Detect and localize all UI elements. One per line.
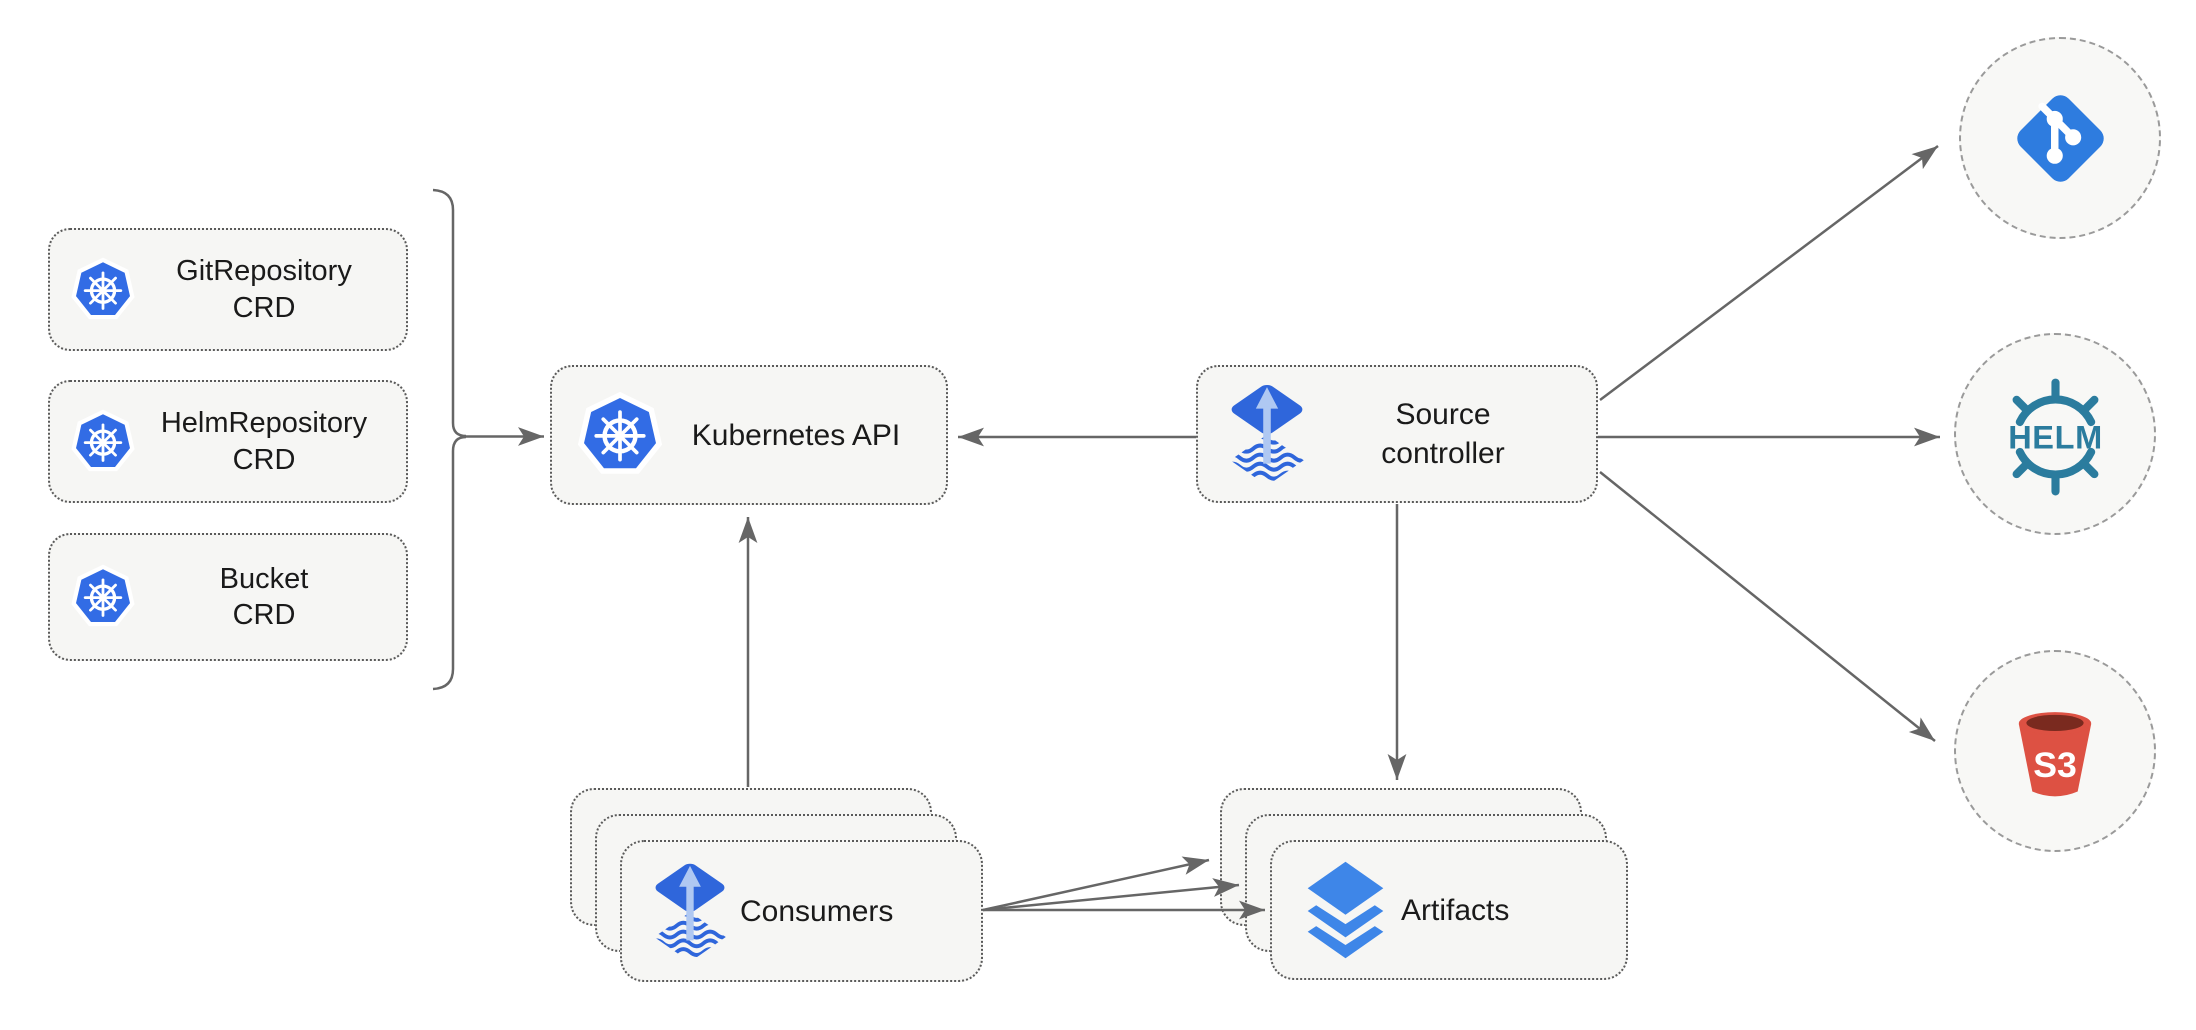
helm-icon-text: HELM (2008, 419, 2103, 455)
bucket-crd-label-line2: CRD (232, 599, 296, 631)
gitrepository-crd-label-line2: CRD (232, 291, 296, 324)
helmrepository-crd-label: HelmRepository CRD (142, 405, 386, 478)
kubernetes-icon (70, 564, 136, 630)
consumers-label: Consumers (740, 894, 894, 928)
helm-icon: HELM (2008, 378, 2103, 495)
gitrepository-crd-node: GitRepository CRD (48, 228, 408, 351)
git-source-node (1959, 37, 2161, 239)
artifacts-label: Artifacts (1401, 893, 1510, 927)
bucket-crd-node: Bucket CRD (48, 533, 408, 661)
helmrepository-crd-node: HelmRepository CRD (48, 380, 408, 503)
kubernetes-icon (70, 257, 136, 323)
source-controller-label-line1: Source (1395, 398, 1491, 431)
kubernetes-api-label: Kubernetes API (691, 418, 901, 452)
artifacts-node: Artifacts (1270, 840, 1628, 980)
source-controller-node: Source controller (1196, 365, 1598, 503)
gitrepository-crd-label: GitRepository CRD (142, 253, 386, 326)
kubernetes-icon (576, 391, 664, 479)
arrow-source-controller-to-s3 (1599, 471, 1936, 742)
flux-icon (1224, 376, 1310, 492)
kubernetes-icon (70, 409, 136, 475)
gitrepository-crd-label-line1: GitRepository (176, 255, 352, 288)
bucket-crd-label: Bucket CRD (142, 561, 386, 634)
consumers-node: Consumers (620, 840, 983, 982)
kubernetes-api-node: Kubernetes API (550, 365, 948, 505)
crd-group-bracket (432, 188, 467, 691)
s3-source-node: S3 (1954, 650, 2156, 852)
helmrepository-crd-label-line2: CRD (232, 443, 296, 476)
arrow-consumers-to-artifacts-2 (982, 878, 1240, 912)
arrow-consumers-to-artifacts-1 (982, 856, 1210, 912)
s3-icon-text: S3 (2033, 745, 2077, 785)
flux-icon (648, 855, 732, 968)
helm-source-node: HELM (1954, 333, 2156, 535)
s3-bucket-icon: S3 (2018, 712, 2092, 797)
bucket-crd-label-line1: Bucket (219, 562, 309, 595)
git-icon (2016, 94, 2104, 182)
layers-icon (1298, 858, 1393, 962)
source-controller-label-line2: controller (1381, 437, 1505, 470)
arrow-source-controller-to-git (1599, 145, 1939, 401)
helmrepository-crd-label-line1: HelmRepository (160, 407, 368, 440)
source-controller-label: Source controller (1316, 395, 1570, 473)
